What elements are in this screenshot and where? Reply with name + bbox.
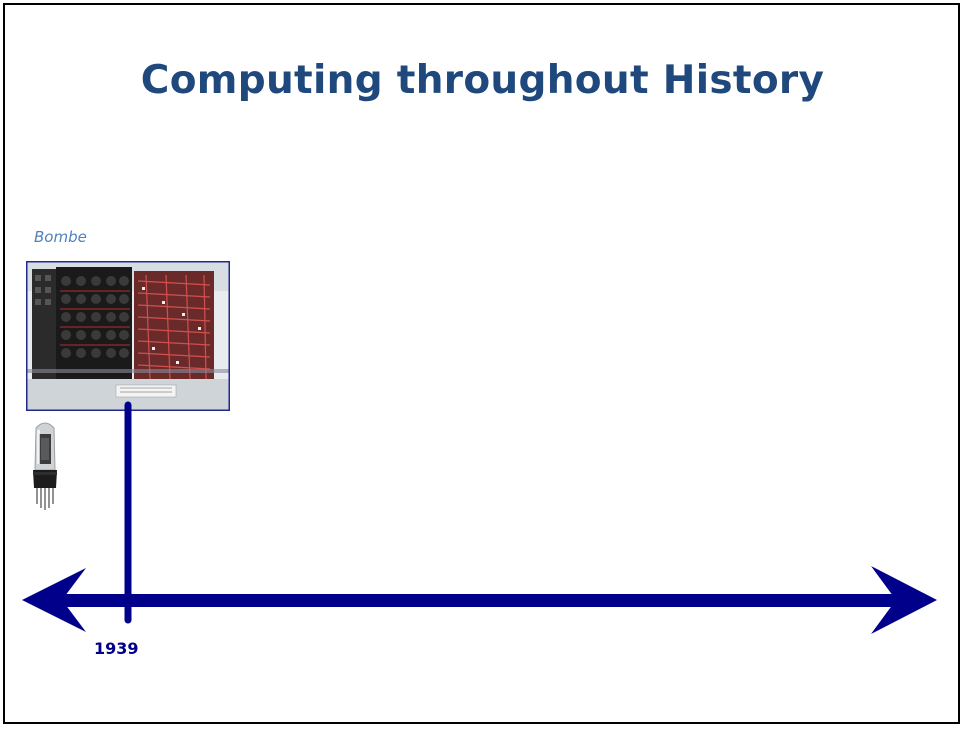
right-arrowhead-icon — [871, 566, 937, 634]
left-arrowhead-icon — [22, 568, 86, 632]
page-title: Computing throughout History — [140, 58, 825, 103]
event-year-label: 1939 — [94, 639, 139, 658]
vacuum-tube-icon — [33, 422, 57, 510]
timeline-axis — [60, 594, 905, 607]
event-caption: Bombe — [34, 228, 87, 246]
